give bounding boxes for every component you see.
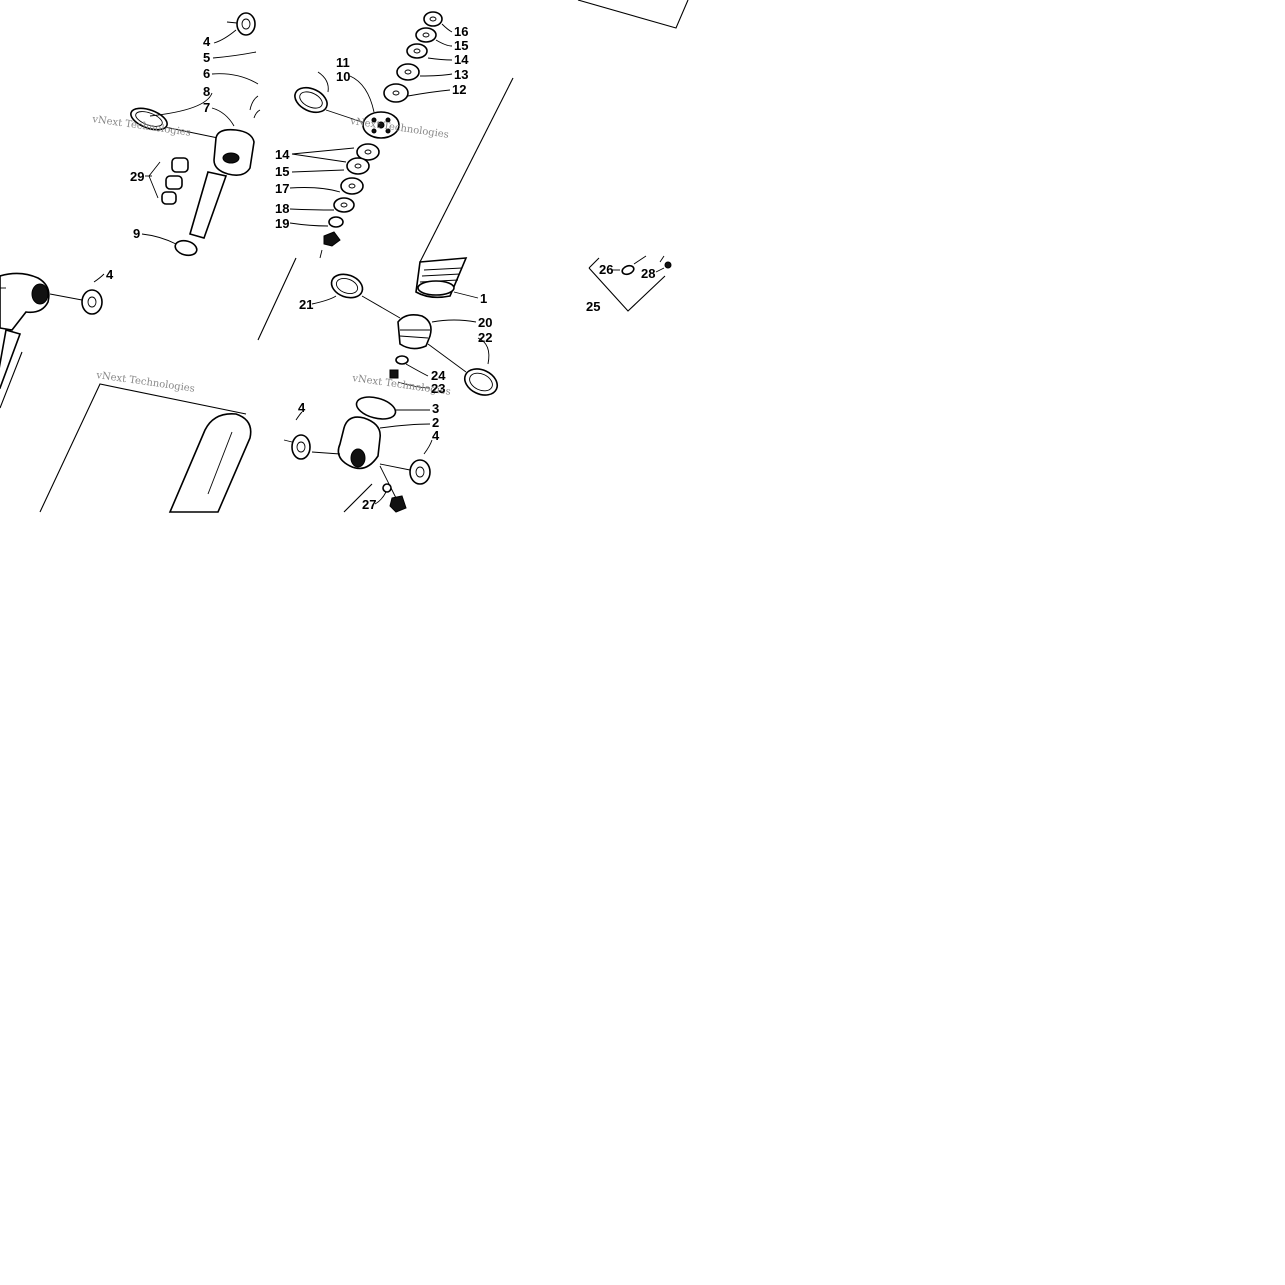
callout-label: 22 bbox=[478, 330, 492, 345]
callout-label: 16 bbox=[454, 24, 468, 39]
callout-label: 19 bbox=[275, 216, 289, 231]
callout-label: 14 bbox=[454, 52, 469, 67]
watermarks: vNext Technologies vNext Technologies vN… bbox=[91, 114, 452, 398]
callout-label: 24 bbox=[431, 368, 446, 383]
washer-part bbox=[409, 459, 431, 485]
callout-label: 7 bbox=[203, 100, 210, 115]
callout-label: 25 bbox=[586, 299, 600, 314]
callout-label: 29 bbox=[130, 169, 144, 184]
callout-label: 4 bbox=[432, 428, 440, 443]
callout-label: 5 bbox=[203, 50, 210, 65]
callout-label: 13 bbox=[454, 67, 468, 82]
nut-part bbox=[174, 239, 198, 257]
seal-ring-part bbox=[330, 273, 364, 299]
piston-part bbox=[397, 314, 432, 350]
left-eye-mount bbox=[0, 272, 105, 390]
o-ring-part bbox=[355, 396, 397, 420]
upper-left-assembly bbox=[130, 12, 261, 257]
callout-label: 15 bbox=[454, 38, 468, 53]
callout-label: 21 bbox=[299, 297, 313, 312]
washer-part bbox=[81, 289, 103, 315]
callout-label: 14 bbox=[275, 147, 290, 162]
callout-label: 11 bbox=[336, 55, 350, 70]
grease-fitting-part bbox=[389, 495, 407, 513]
callout-label: 4 bbox=[106, 267, 114, 282]
wiper-ring-part bbox=[294, 86, 328, 114]
callout-label: 1 bbox=[480, 291, 487, 306]
callout-label: 9 bbox=[133, 226, 140, 241]
callout-label: 12 bbox=[452, 82, 466, 97]
callout-label: 15 bbox=[275, 164, 289, 179]
callout-label: 3 bbox=[432, 401, 439, 416]
callout-label: 28 bbox=[641, 266, 655, 281]
seal-ring-part bbox=[130, 107, 168, 131]
callout-label: 6 bbox=[203, 66, 210, 81]
piston-head-part bbox=[213, 128, 255, 176]
lower-eye-part bbox=[337, 416, 381, 470]
callout-label: 27 bbox=[362, 497, 376, 512]
callout-label: 18 bbox=[275, 201, 289, 216]
callout-label: 10 bbox=[336, 69, 350, 84]
callout-labels: 4 5 6 8 7 29 9 16 15 14 13 12 11 10 14 1… bbox=[106, 24, 655, 512]
seal-ring-part bbox=[463, 368, 499, 396]
valve-stack bbox=[289, 11, 453, 259]
callout-label: 4 bbox=[203, 34, 211, 49]
bushing-part bbox=[171, 157, 189, 173]
washer-part bbox=[236, 12, 256, 36]
callout-label: 2 bbox=[432, 415, 439, 430]
main-cylinder-assembly bbox=[283, 257, 499, 513]
watermark: vNext Technologies bbox=[95, 370, 196, 395]
lower-cylinder-left bbox=[168, 413, 252, 513]
callout-label: 17 bbox=[275, 181, 289, 196]
washer-part bbox=[291, 434, 311, 460]
callout-label: 23 bbox=[431, 381, 445, 396]
callout-label: 4 bbox=[298, 400, 306, 415]
callout-label: 26 bbox=[599, 262, 613, 277]
callout-label: 20 bbox=[478, 315, 492, 330]
lock-nut-part bbox=[323, 231, 341, 247]
piston-rod-part bbox=[189, 171, 228, 239]
callout-label: 8 bbox=[203, 84, 210, 99]
watermark: vNext Technologies bbox=[349, 116, 450, 141]
kit-detail bbox=[612, 255, 672, 276]
